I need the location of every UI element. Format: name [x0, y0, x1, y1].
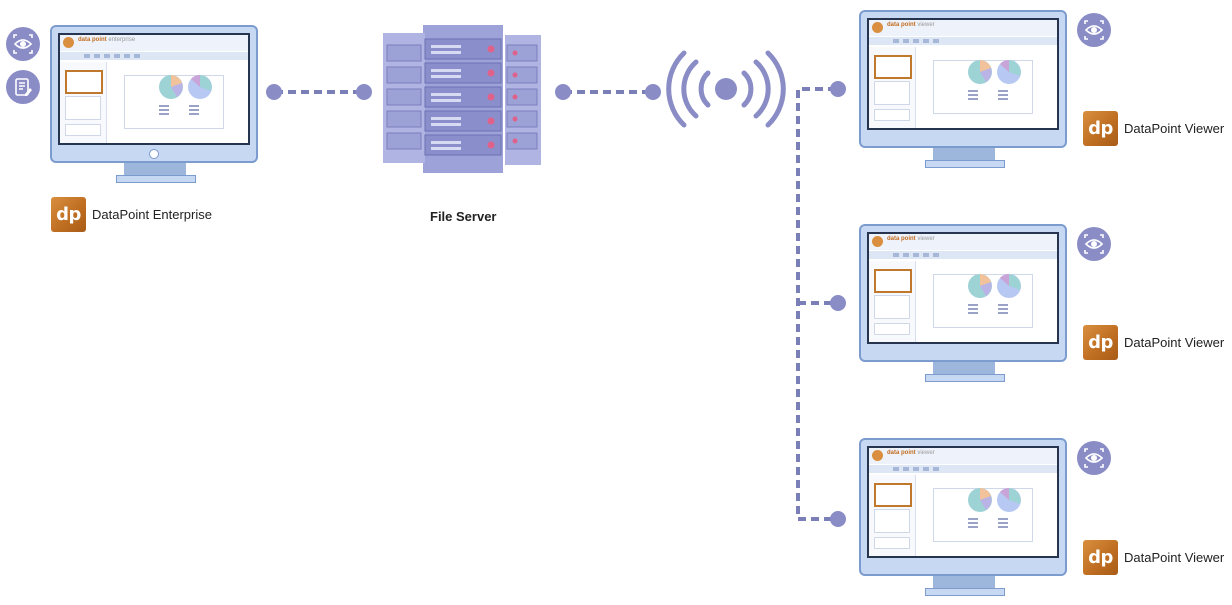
connector-node	[830, 295, 846, 311]
eye-icon[interactable]	[1077, 441, 1111, 475]
edit-document-icon[interactable]	[6, 70, 40, 104]
dp-logo: dp	[51, 197, 86, 232]
eye-icon[interactable]	[1077, 227, 1111, 261]
dp-logo: dp	[1083, 325, 1118, 360]
connector-node	[356, 84, 372, 100]
viewer3-charts	[968, 487, 1021, 528]
viewer1-charts	[968, 59, 1021, 100]
viewer-monitor-1: data point viewer	[859, 10, 1069, 170]
connector-node	[830, 511, 846, 527]
connector-node	[645, 84, 661, 100]
viewer-monitor-3: data point viewer	[859, 438, 1069, 598]
viewer2-charts	[968, 273, 1021, 314]
connector-node	[266, 84, 282, 100]
connector-node	[555, 84, 571, 100]
viewer3-label: DataPoint Viewer	[1124, 550, 1225, 565]
eye-icon[interactable]	[1077, 13, 1111, 47]
enterprise-charts	[159, 74, 212, 115]
viewer2-label: DataPoint Viewer	[1124, 335, 1225, 350]
viewer-monitor-2: data point viewer	[859, 224, 1069, 384]
viewer1-label: DataPoint Viewer	[1124, 121, 1225, 136]
wireless-signal-icon	[666, 50, 786, 128]
enterprise-label: DataPoint Enterprise	[92, 207, 212, 222]
connector-node	[830, 81, 846, 97]
dp-logo: dp	[1083, 111, 1118, 146]
dp-logo: dp	[1083, 540, 1118, 575]
file-server-label: File Server	[430, 209, 497, 224]
file-server-icon	[383, 25, 541, 173]
eye-icon[interactable]	[6, 27, 40, 61]
